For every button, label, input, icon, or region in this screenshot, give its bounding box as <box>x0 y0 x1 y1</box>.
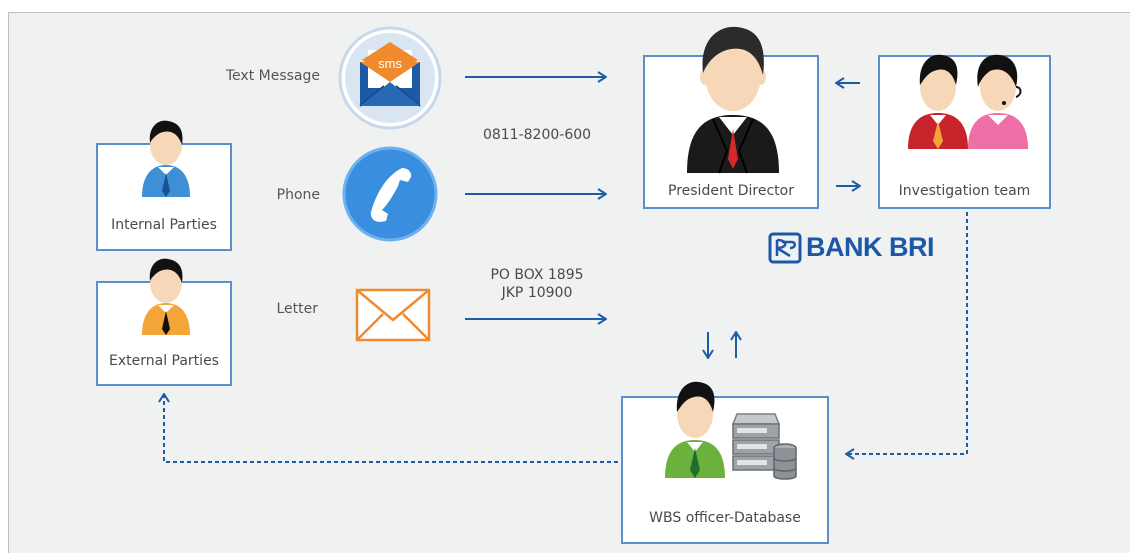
internal-parties-label: Internal Parties <box>111 217 217 233</box>
investigation-team-label: Investigation team <box>898 183 1031 199</box>
letter-envelope-icon <box>355 288 431 342</box>
wbs-officer-database-label: WBS officer-Database <box>649 510 801 526</box>
president-director-box: President Director <box>643 26 819 209</box>
external-parties-label: External Parties <box>109 353 219 369</box>
wbs-officer-icon <box>665 381 725 478</box>
dashed-investigation-to-wbs <box>846 212 968 454</box>
letter-address-line-2: JKP 10900 <box>501 285 573 301</box>
sms-envelope-icon: sms <box>338 26 442 130</box>
letter-address-line-1: PO BOX 1895 <box>490 267 584 283</box>
bank-bri-logo-text: BANK BRI <box>806 232 935 262</box>
internal-person-icon <box>142 120 190 197</box>
sms-badge-text: sms <box>378 56 402 71</box>
investigation-team-icon <box>908 54 1028 149</box>
external-person-icon <box>142 258 190 335</box>
president-director-label: President Director <box>668 183 794 199</box>
external-parties-box: External Parties <box>96 258 232 386</box>
bank-bri-logo: BANK BRI <box>768 228 938 268</box>
letter-channel-label: Letter <box>276 301 318 317</box>
phone-channel-label: Phone <box>276 187 320 203</box>
internal-parties-box: Internal Parties <box>96 120 232 251</box>
bank-bri-logo-mark-icon <box>768 232 802 264</box>
dashed-wbs-to-external <box>164 394 618 463</box>
database-server-icon <box>731 413 797 480</box>
wbs-officer-database-box: WBS officer-Database <box>621 381 829 544</box>
phone-icon <box>342 146 438 242</box>
phone-number: 0811-8200-600 <box>482 127 592 143</box>
president-person-icon <box>687 26 779 174</box>
sms-channel-label: Text Message <box>225 68 320 84</box>
investigation-team-box: Investigation team <box>878 54 1051 209</box>
